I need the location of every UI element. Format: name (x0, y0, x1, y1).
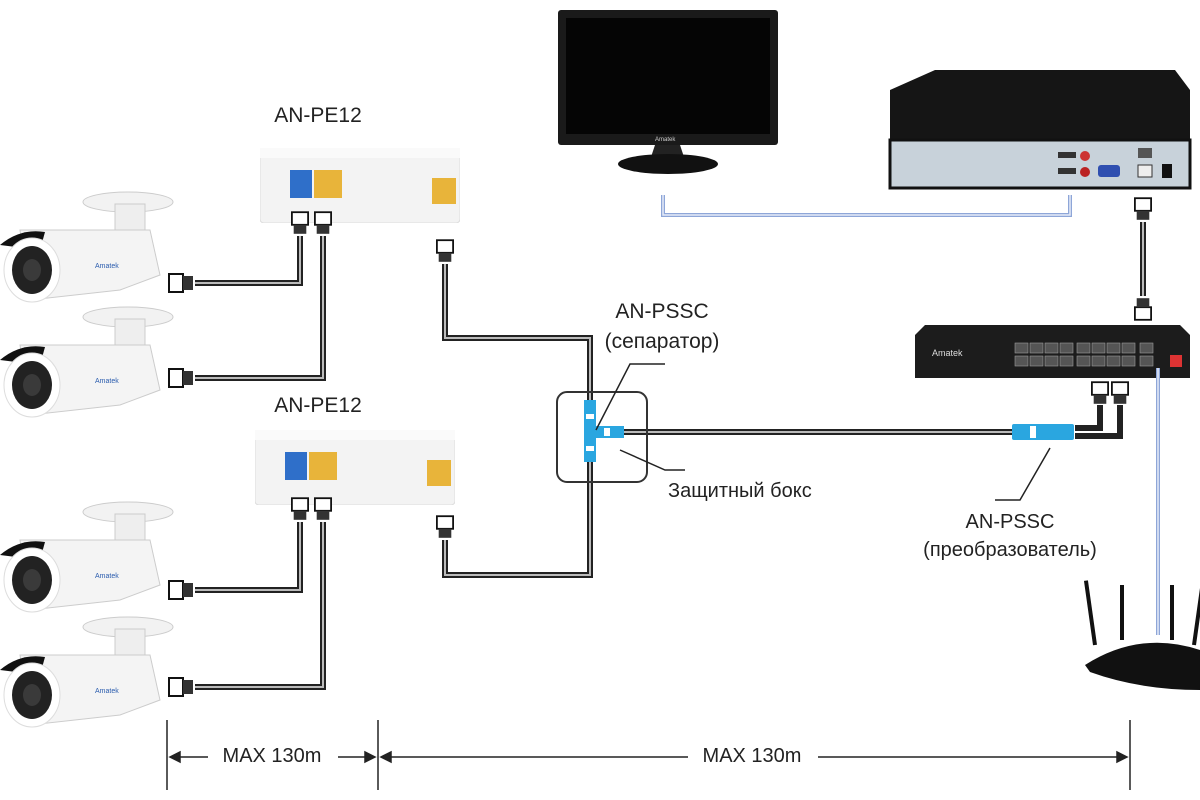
ip-camera-4 (0, 616, 174, 728)
router (1083, 580, 1200, 690)
monitor-brand: Amatek (655, 137, 676, 143)
converter-role-label: (преобразователь) (923, 539, 1097, 561)
monitor: Amatek (558, 10, 778, 174)
ip-camera-2 (0, 306, 174, 418)
pssc-converter (1012, 424, 1074, 440)
protective-box-label: Защитный бокс (668, 480, 812, 502)
ethernet-cables (195, 222, 1146, 690)
switch-brand: Amatek (932, 348, 963, 358)
distance-left-label: MAX 130m (222, 745, 322, 767)
pssc-separator (584, 400, 624, 462)
hdmi-video-link (661, 195, 1072, 217)
nvr-recorder (888, 70, 1192, 190)
ip-camera-1 (0, 191, 174, 303)
separator-model-label: AN-PSSC (615, 300, 709, 323)
pe12-extender-bottom (255, 430, 455, 505)
pe12-bottom-label: AN-PE12 (274, 394, 362, 417)
distance-right-label: MAX 130m (702, 745, 802, 767)
pe12-top-label: AN-PE12 (274, 104, 362, 127)
protective-box (556, 391, 648, 483)
poe-switch: Amatek (915, 325, 1190, 378)
converter-model-label: AN-PSSC (965, 511, 1055, 533)
distance-markers (166, 720, 1131, 790)
leader-lines (595, 363, 1051, 501)
separator-role-label: (сепаратор) (604, 330, 720, 353)
ip-camera-3 (0, 501, 174, 613)
pe12-extender-top (260, 148, 460, 223)
